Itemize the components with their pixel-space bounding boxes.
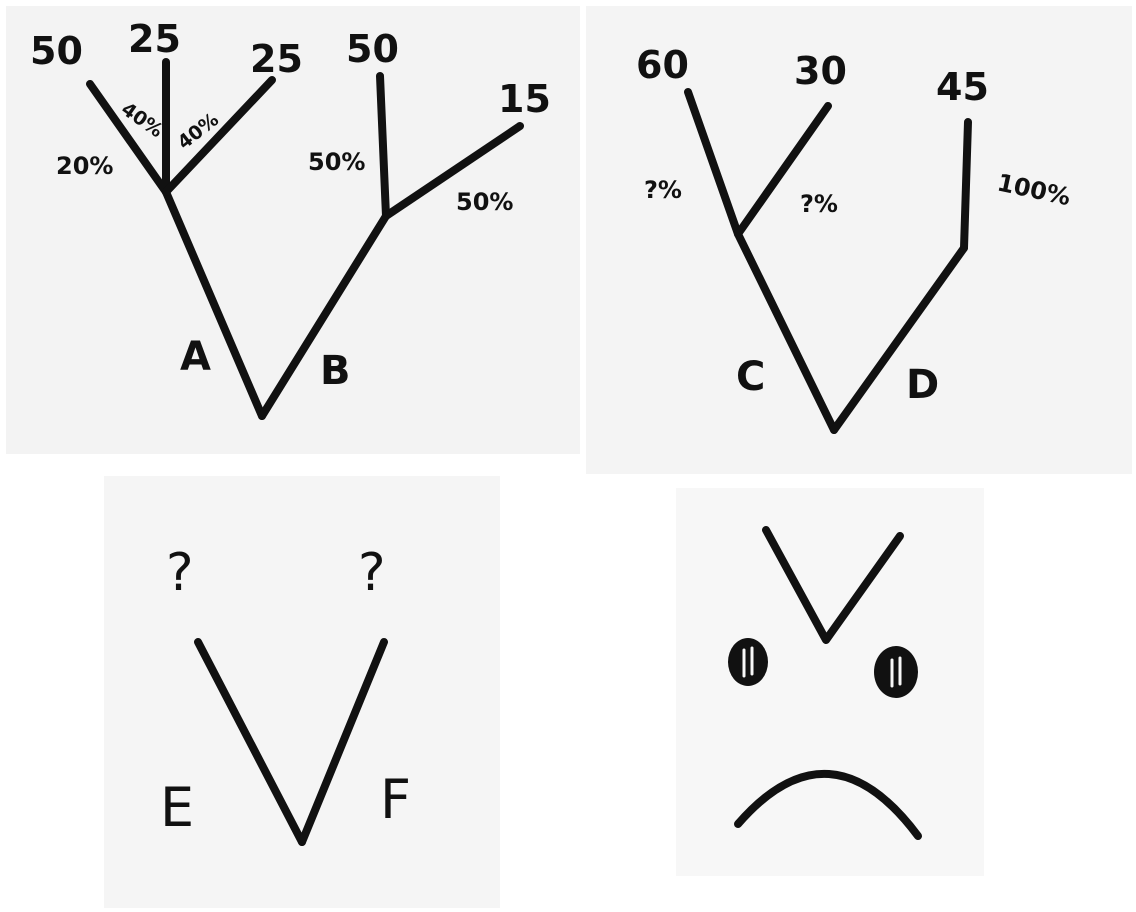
branch-b-right	[382, 122, 524, 220]
right-eye-icon	[874, 646, 918, 698]
trunk-e	[194, 638, 306, 846]
tree-ab-panel	[6, 6, 580, 454]
trunk-f	[298, 638, 388, 846]
trunk-a	[162, 188, 266, 420]
leaf-e-question-mark: ?	[166, 543, 194, 603]
leaf-a3-count: 25	[250, 37, 303, 81]
trunk-b	[258, 212, 390, 420]
sad-face-panel	[676, 488, 984, 876]
leaf-c1-count: 60	[636, 43, 689, 87]
face-frown	[734, 770, 922, 840]
left-eye-icon	[728, 638, 768, 686]
node-c-label: C	[736, 354, 765, 400]
branch-b-left-pct: 50%	[308, 148, 365, 176]
leaf-f-question-mark: ?	[358, 543, 386, 603]
branch-a-left-pct: 20%	[56, 152, 113, 180]
branch-a-right-pct: 40%	[174, 109, 223, 154]
leaf-c2-count: 30	[794, 49, 847, 93]
node-b-label: B	[320, 348, 351, 394]
branch-d	[960, 118, 972, 252]
leaf-b2-count: 15	[498, 77, 551, 121]
leaf-a1-count: 50	[30, 29, 83, 73]
trunk-d	[830, 244, 968, 434]
branch-c-right	[734, 102, 832, 238]
node-a-label: A	[180, 334, 211, 380]
branch-c-right-pct: ?%	[800, 190, 838, 218]
node-e-label: E	[160, 776, 194, 839]
face-brow-v	[762, 526, 904, 644]
tree-ef: ? ? E F	[160, 543, 411, 846]
tree-cd: 60 30 45 ?% ?% 100% C D	[636, 43, 1073, 434]
branch-c-left-pct: ?%	[644, 176, 682, 204]
tree-ab: 50 25 25 50 15 20% 40% 40% 50% 50% A B	[30, 17, 551, 420]
branch-b-right-pct: 50%	[456, 188, 513, 216]
node-f-label: F	[380, 768, 411, 831]
frowning-face-icon	[728, 526, 922, 840]
branch-c-left	[684, 88, 742, 238]
leaf-d1-count: 45	[936, 65, 989, 109]
node-d-label: D	[906, 362, 939, 408]
leaf-a2-count: 25	[128, 17, 181, 61]
branch-d-pct: 100%	[995, 168, 1073, 211]
branch-b-left	[376, 72, 390, 220]
leaf-b1-count: 50	[346, 27, 399, 71]
branch-a-right	[162, 76, 276, 196]
trunk-c	[734, 230, 838, 434]
branch-a-left	[86, 80, 170, 196]
